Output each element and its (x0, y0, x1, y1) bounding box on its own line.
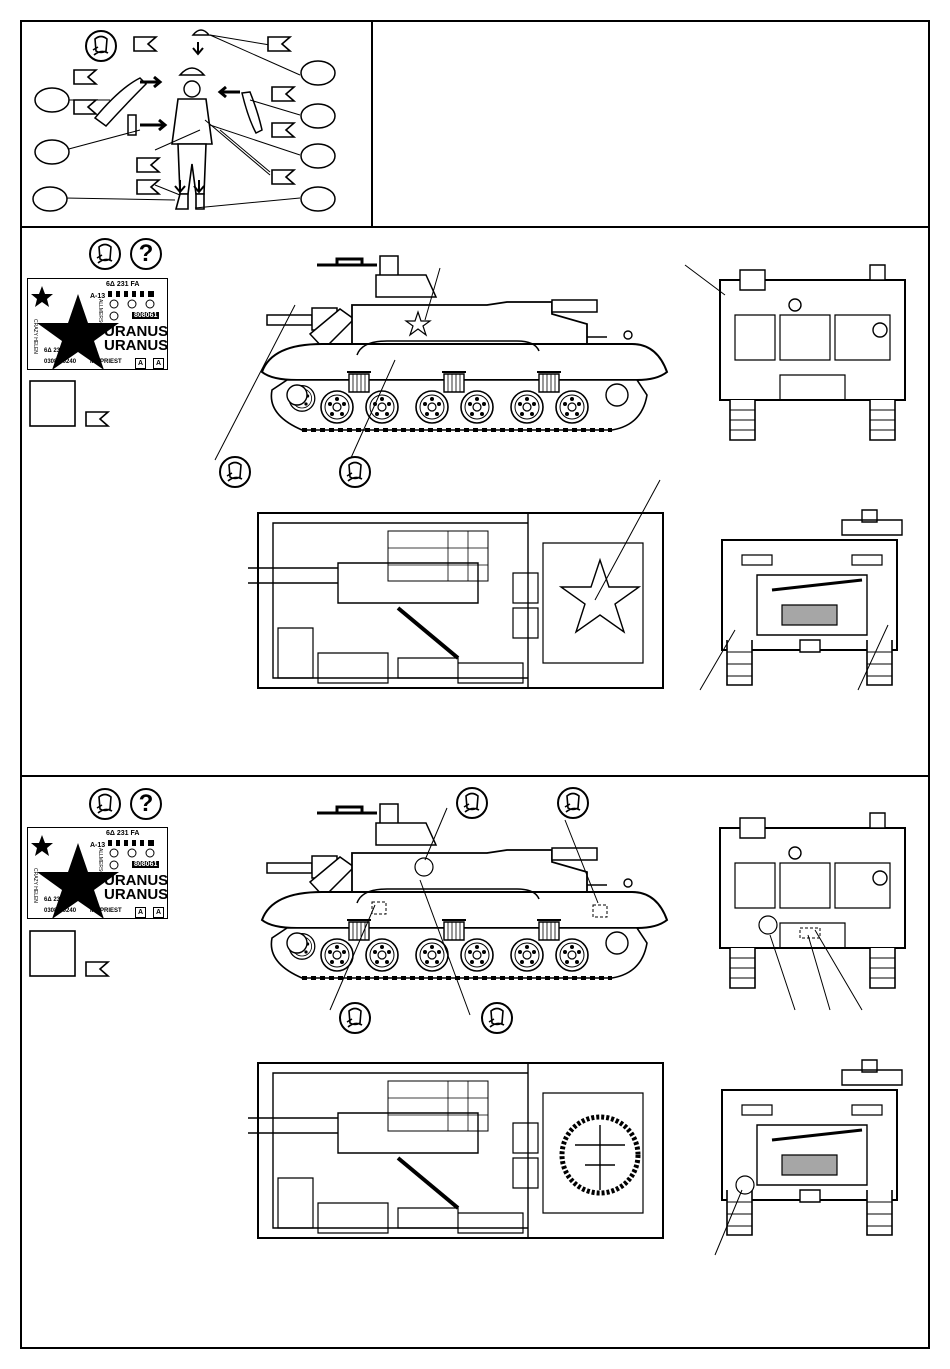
figure-assembly (33, 30, 335, 211)
help-icon: ? (130, 238, 162, 270)
decal-sheet: 6Δ 231 FA A-13 808061 URANUS URANUS CRAZ… (27, 827, 168, 919)
help-icon: ? (130, 788, 162, 820)
decal-sheet: 6Δ 231 FA A-13 808061 URANUS URANUS CRAZ… (27, 278, 168, 370)
